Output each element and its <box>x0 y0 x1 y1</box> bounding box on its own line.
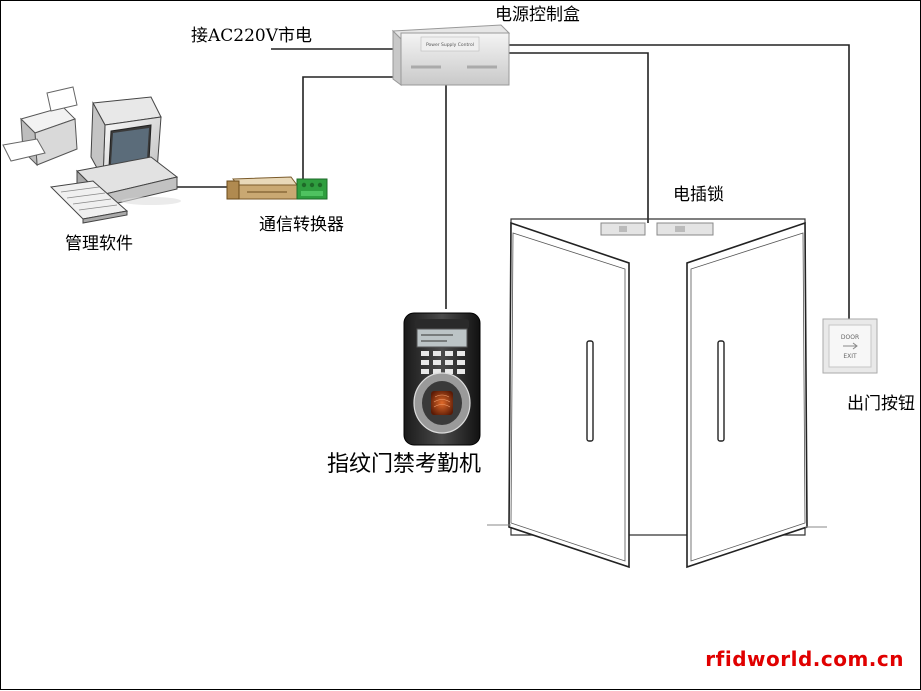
left-door-leaf <box>508 221 630 569</box>
exit-button-icon: DOOR EXIT <box>822 318 878 374</box>
power-box-plate-text: Power Supply Control <box>426 42 474 48</box>
right-door-handle <box>717 340 725 442</box>
printer-icon <box>2 86 78 167</box>
wiring <box>173 44 850 319</box>
electric-lock-label: 电插锁 <box>673 185 724 205</box>
electric-lock-icon <box>600 222 714 236</box>
fingerprint-terminal-icon <box>403 312 481 446</box>
power-box-label: 电源控制盒 <box>495 5 580 25</box>
communication-converter-icon <box>226 176 328 200</box>
exit-button-exit-text: EXIT <box>843 353 857 360</box>
fingerprint-terminal-label: 指纹门禁考勤机 <box>327 452 482 477</box>
exit-button-door-text: DOOR <box>841 334 859 341</box>
exit-button-wire <box>509 44 850 319</box>
computer-icon <box>2 86 181 224</box>
software-label: 管理软件 <box>65 234 133 254</box>
lock-wire <box>509 52 649 223</box>
power-control-box: Power Supply Control <box>391 24 511 86</box>
converter-power-wire <box>302 76 393 181</box>
keyboard-icon <box>49 180 129 224</box>
left-door-handle <box>586 340 594 442</box>
mains-power-label: 接AC220V市电 <box>191 26 313 46</box>
exit-button-label: 出门按钮 <box>847 394 915 414</box>
right-door-leaf <box>686 221 808 569</box>
converter-label: 通信转换器 <box>259 215 344 235</box>
watermark: rfidworld.com.cn <box>705 647 904 671</box>
double-door <box>487 218 827 569</box>
